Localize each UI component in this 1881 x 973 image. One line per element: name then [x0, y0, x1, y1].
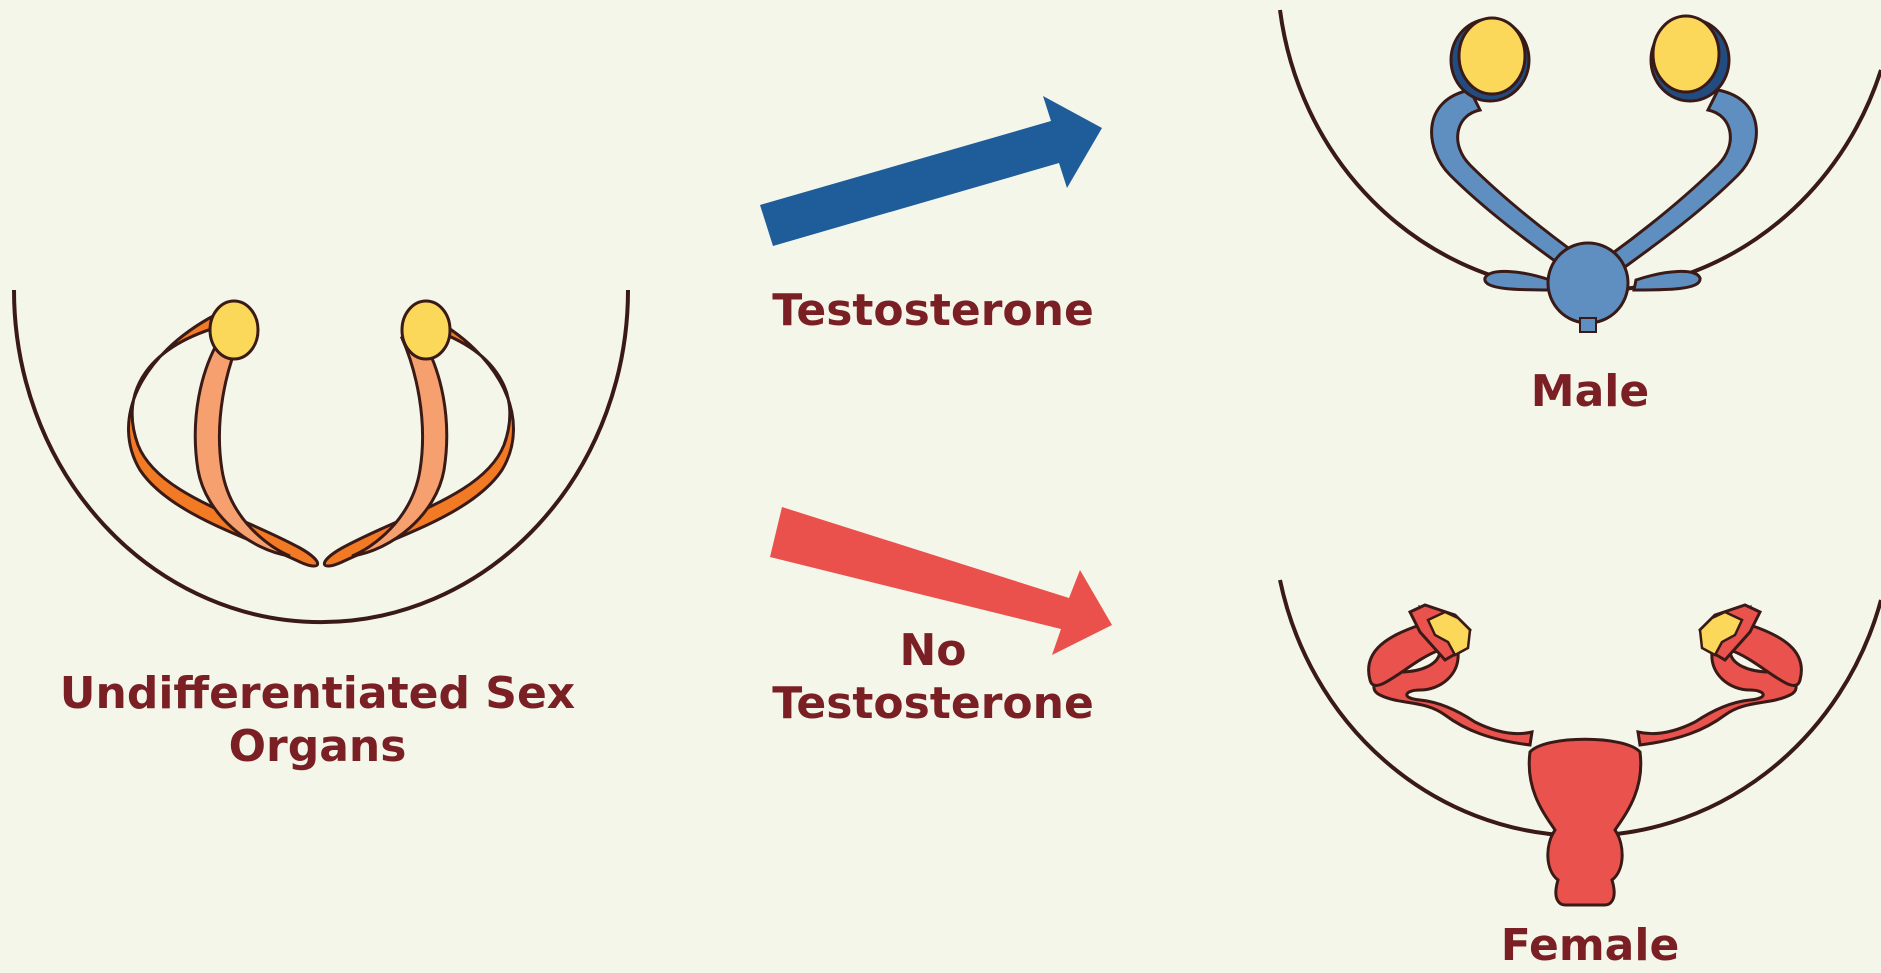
- label-undifferentiated-line1: Undifferentiated Sex: [20, 668, 615, 721]
- seminal-vesicle-left: [1485, 271, 1552, 290]
- label-no-testosterone: No Testosterone: [738, 625, 1128, 731]
- label-undifferentiated: Undifferentiated Sex Organs: [20, 668, 615, 774]
- label-no-testosterone-line1: No: [738, 625, 1128, 678]
- testis-right: [1653, 16, 1719, 92]
- pelvis-outline-undifferentiated: [14, 290, 628, 622]
- testis-left: [1459, 18, 1525, 94]
- label-testosterone: Testosterone: [738, 285, 1128, 338]
- label-female: Female: [1440, 920, 1740, 973]
- seminal-vesicle-right: [1634, 271, 1700, 290]
- male-organs-group: [1280, 10, 1881, 332]
- label-male: Male: [1440, 366, 1740, 419]
- vas-deferens-left: [1432, 90, 1582, 272]
- uterus: [1529, 739, 1641, 905]
- label-undifferentiated-line2: Organs: [20, 721, 615, 774]
- arrow-testosterone: [760, 96, 1102, 246]
- gonad-right: [402, 301, 450, 359]
- gonad-left: [210, 301, 258, 359]
- prostate: [1548, 243, 1628, 323]
- vas-deferens-right: [1606, 90, 1756, 272]
- urethra-stem: [1580, 318, 1596, 332]
- undifferentiated-organs-group: [14, 290, 628, 622]
- label-no-testosterone-line2: Testosterone: [738, 678, 1128, 731]
- female-organs-group: [1280, 580, 1881, 905]
